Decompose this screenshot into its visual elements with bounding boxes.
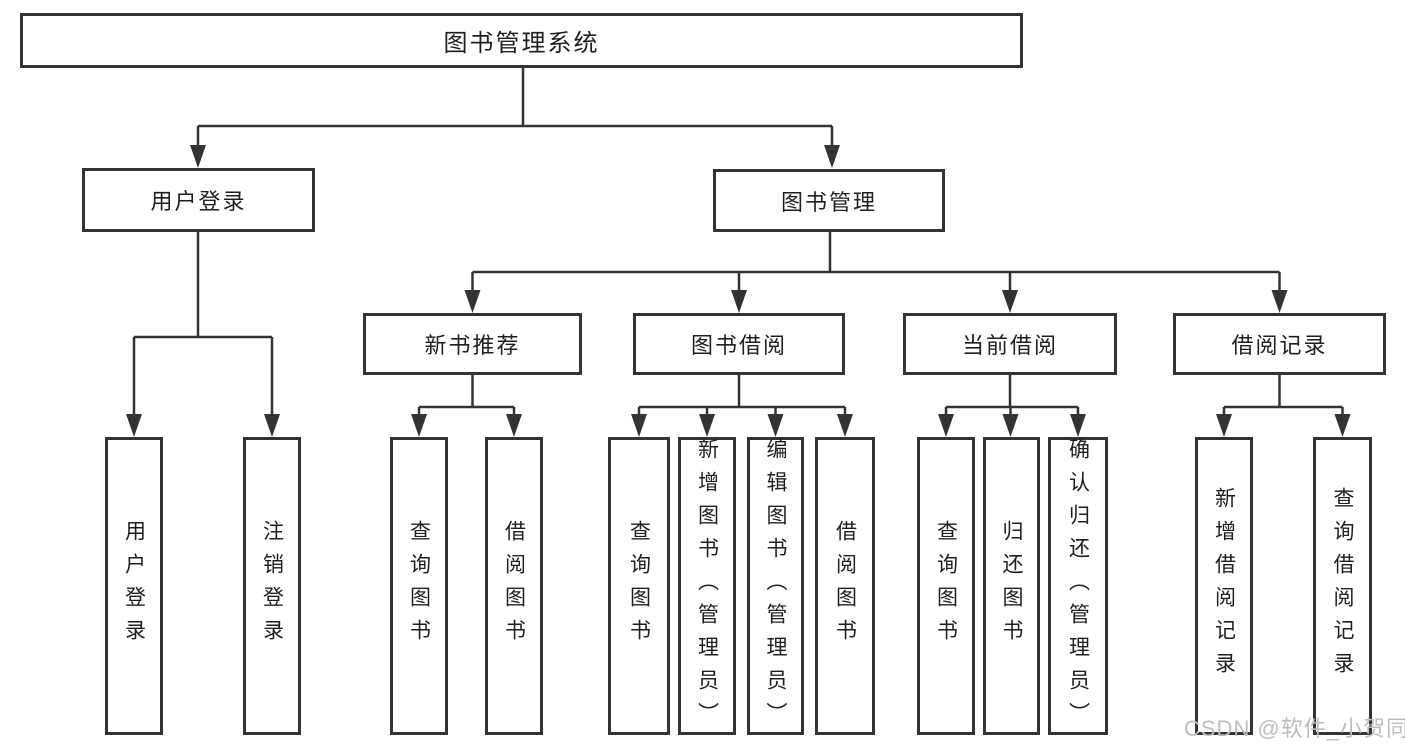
- node-book-borrowing-label: 图书借阅: [690, 333, 787, 358]
- leaf-user-login: 用户登录: [105, 437, 163, 735]
- leaf-borrow-books-2-label: 借阅图书: [833, 520, 857, 652]
- leaf-borrow-books-1: 借阅图书: [485, 437, 543, 735]
- leaf-return-book-label: 归还图书: [1000, 520, 1023, 652]
- node-book-management: 图书管理: [713, 169, 945, 232]
- node-library-system-label: 图书管理系统: [443, 30, 600, 57]
- arrowheads: [126, 145, 1351, 437]
- node-book-management-label: 图书管理: [780, 189, 877, 215]
- leaf-confirm-return-admin-label: 确认归还（管理员）: [1066, 437, 1090, 735]
- leaf-add-book-admin: 新增图书（管理员）: [678, 437, 736, 735]
- leaf-logout-label: 注销登录: [260, 520, 284, 652]
- leaf-add-borrow-record: 新增借阅记录: [1195, 437, 1253, 735]
- node-user-login-label: 用户登录: [150, 189, 247, 214]
- leaf-query-books-1: 查询图书: [390, 437, 448, 735]
- leaf-borrow-books-1-label: 借阅图书: [502, 520, 526, 652]
- csdn-watermark: CSDN @软件_小贺同学: [1184, 716, 1405, 741]
- node-new-book-recommend: 新书推荐: [363, 313, 582, 375]
- leaf-query-books-1-label: 查询图书: [407, 520, 431, 652]
- leaf-query-books-3: 查询图书: [917, 437, 975, 735]
- node-current-borrowing-label: 当前借阅: [961, 333, 1058, 358]
- leaf-query-books-2: 查询图书: [608, 437, 670, 735]
- node-borrowing-records: 借阅记录: [1173, 313, 1386, 375]
- node-current-borrowing: 当前借阅: [903, 313, 1117, 375]
- node-borrowing-records-label: 借阅记录: [1231, 333, 1328, 358]
- node-user-login: 用户登录: [82, 168, 315, 232]
- leaf-add-book-admin-label: 新增图书（管理员）: [695, 437, 719, 735]
- node-library-system: 图书管理系统: [20, 13, 1023, 68]
- leaf-edit-book-admin-label: 编辑图书（管理员）: [764, 437, 787, 735]
- leaf-return-book: 归还图书: [983, 437, 1040, 735]
- leaf-add-borrow-record-label: 新增借阅记录: [1212, 487, 1236, 685]
- leaf-query-borrow-record-label: 查询借阅记录: [1331, 487, 1354, 685]
- leaf-edit-book-admin: 编辑图书（管理员）: [747, 437, 804, 735]
- leaf-borrow-books-2: 借阅图书: [815, 437, 875, 735]
- leaf-query-books-2-label: 查询图书: [627, 520, 651, 652]
- node-new-book-recommend-label: 新书推荐: [424, 333, 521, 358]
- leaf-query-borrow-record: 查询借阅记录: [1313, 437, 1372, 735]
- connector-lines: [132, 68, 1344, 416]
- leaf-logout: 注销登录: [243, 437, 301, 735]
- leaf-confirm-return-admin: 确认归还（管理员）: [1048, 437, 1108, 735]
- leaf-query-books-3-label: 查询图书: [934, 520, 958, 652]
- leaf-user-login-label: 用户登录: [122, 520, 146, 652]
- node-book-borrowing: 图书借阅: [633, 313, 845, 375]
